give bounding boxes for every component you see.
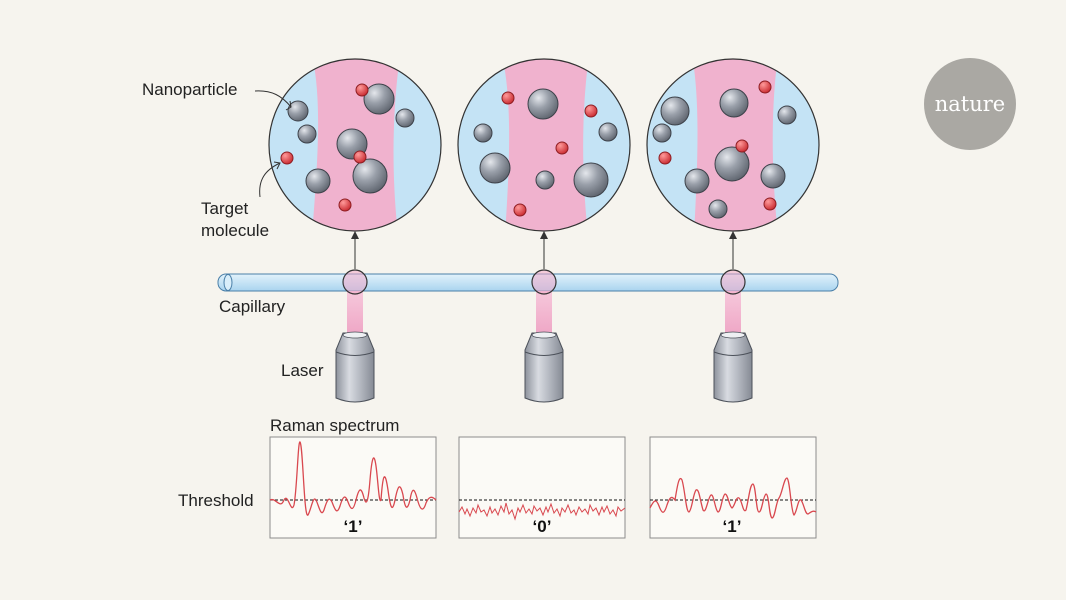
nanoparticle [535, 170, 555, 190]
target-molecule [338, 198, 352, 212]
target-molecule [584, 104, 598, 118]
spectrum-trace [458, 502, 626, 521]
target-molecule [758, 80, 772, 94]
nanoparticle [287, 100, 309, 122]
magnified-view-3 [646, 58, 820, 232]
nanoparticle [527, 88, 559, 120]
target-callout [259, 162, 281, 198]
nanoparticle-label: Nanoparticle [142, 80, 237, 99]
laser-label: Laser [281, 361, 324, 380]
nanoparticle [305, 168, 331, 194]
spectrum-panel-2: ‘0’ [458, 436, 626, 539]
logo-text: nature [935, 92, 1005, 116]
particles-1 [280, 83, 415, 212]
nanoparticle [352, 158, 388, 194]
nanoparticle [363, 83, 395, 115]
spectrum-trace [649, 477, 817, 519]
nanoparticle [760, 163, 786, 189]
nanoparticle [297, 124, 317, 144]
particles-3 [652, 80, 797, 219]
nanoparticle [684, 168, 710, 194]
threshold-label: Threshold [178, 491, 254, 510]
target-molecule [280, 151, 294, 165]
nanoparticle [395, 108, 415, 128]
nanoparticle [652, 123, 672, 143]
nanoparticle [473, 123, 493, 143]
nanoparticle [708, 199, 728, 219]
target-molecule [555, 141, 569, 155]
readout-2: ‘0’ [533, 517, 552, 536]
focal-spots [342, 269, 746, 295]
capillary-label: Capillary [219, 297, 286, 316]
zoom-arrows [351, 231, 737, 269]
laser-2 [524, 331, 564, 403]
target-molecule [658, 151, 672, 165]
readout-3: ‘1’ [723, 517, 742, 536]
laser-1 [335, 331, 375, 403]
nanoparticle [598, 122, 618, 142]
nanoparticle [479, 152, 511, 184]
nanoparticle [714, 146, 750, 182]
target-label-line1: Target [201, 199, 249, 218]
particles-2 [473, 88, 618, 217]
spectrum-panel-3: ‘1’ [649, 436, 817, 539]
target-molecule [353, 150, 367, 164]
nanoparticle [777, 105, 797, 125]
laser-3 [713, 331, 753, 403]
nanoparticle [573, 162, 609, 198]
laser-beams [347, 291, 741, 333]
capillary-tube [217, 273, 839, 292]
target-label-line2: molecule [201, 221, 269, 240]
target-molecule [513, 203, 527, 217]
nanoparticle [719, 88, 749, 118]
readout-1: ‘1’ [344, 517, 363, 536]
spectrum-trace [269, 441, 437, 516]
nanoparticle [660, 96, 690, 126]
target-molecule [763, 197, 777, 211]
magnified-view-2 [457, 58, 631, 232]
spectrum-panel-1: ‘1’ [269, 436, 437, 539]
raman-label: Raman spectrum [270, 416, 399, 435]
target-molecule [501, 91, 515, 105]
target-molecule [355, 83, 369, 97]
target-molecule [735, 139, 749, 153]
nanoparticle-callout [254, 90, 292, 108]
nature-logo: nature [924, 58, 1016, 150]
